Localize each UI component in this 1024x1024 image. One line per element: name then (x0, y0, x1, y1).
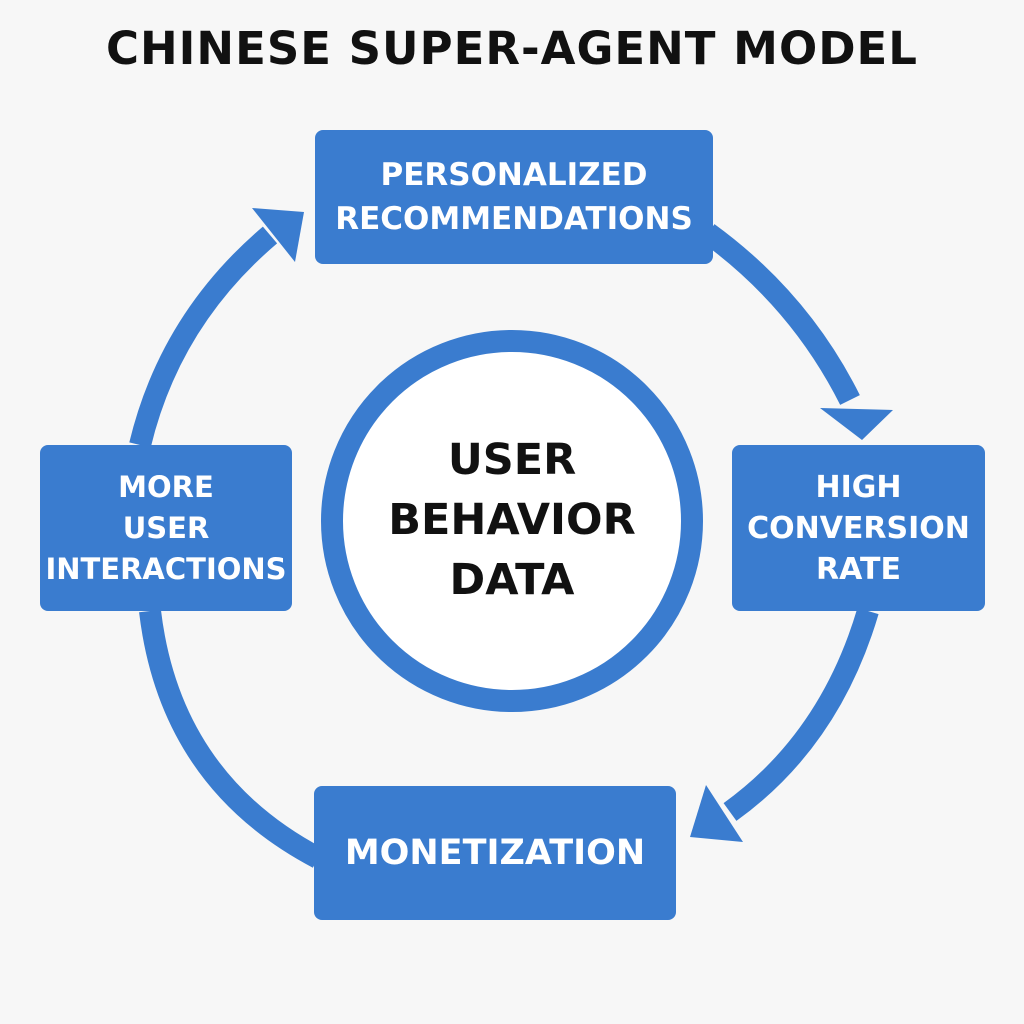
arrowhead-to-monetization (690, 785, 743, 842)
node-label-line: CONVERSION (747, 510, 970, 546)
arc-conversion-to-monetization (723, 607, 879, 821)
node-label-line: RECOMMENDATIONS (335, 201, 693, 237)
node-label-line: INTERACTIONS (45, 551, 287, 586)
center-label-line: DATA (449, 555, 575, 605)
node-monetization: MONETIZATION (314, 786, 676, 920)
node-label-line: PERSONALIZED (380, 157, 648, 193)
arc-interactions-to-recommendations (129, 226, 278, 448)
center-label-line: USER (447, 435, 577, 485)
node-personalized-recommendations: PERSONALIZED RECOMMENDATIONS (315, 130, 713, 264)
arc-recommendations-to-conversion (701, 224, 860, 405)
node-more-user-interactions: MORE USER INTERACTIONS (40, 445, 292, 611)
node-label-line: RATE (816, 551, 901, 587)
node-label-line: MONETIZATION (344, 833, 646, 873)
arc-monetization-to-interactions (139, 609, 324, 868)
diagram-title: CHINESE SUPER-AGENT MODEL (106, 22, 918, 75)
arrowhead-to-conversion (820, 408, 893, 440)
arrowhead-to-recommendations (252, 208, 304, 262)
center-label-line: BEHAVIOR (388, 495, 636, 545)
center-circle (321, 330, 703, 712)
node-label-line: MORE (118, 469, 214, 504)
center-label: USER BEHAVIOR DATA (332, 340, 692, 700)
node-high-conversion-rate: HIGH CONVERSION RATE (732, 445, 985, 611)
node-label-line: USER (122, 510, 210, 545)
node-label-line: HIGH (815, 469, 902, 505)
